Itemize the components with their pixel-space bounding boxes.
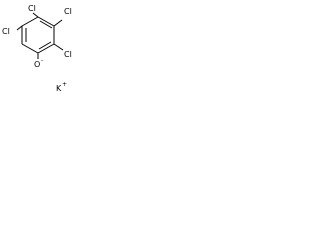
chlorine-label-left: Cl <box>2 27 10 36</box>
ring-bond-bottom-right-inner <box>38 41 52 50</box>
bond-to-cl-top-right <box>53 19 63 27</box>
ring-bond-bottom-right <box>37 43 55 54</box>
chlorine-label-right: Cl <box>64 50 72 59</box>
chlorine-label-top-right: Cl <box>64 7 72 16</box>
ring-bond-top <box>37 16 55 27</box>
chlorine-label-top-left: Cl <box>28 4 36 13</box>
benzene-ring <box>21 16 55 54</box>
bond-to-cl-left <box>16 25 23 31</box>
potassium-charge: + <box>62 81 67 88</box>
oxygen-label: O <box>34 60 40 69</box>
substituent-bonds <box>16 12 64 59</box>
bond-to-cl-top-left <box>32 12 39 18</box>
oxygen-charge: - <box>41 57 43 64</box>
bond-to-cl-right <box>53 43 64 51</box>
ring-bond-bottom-left <box>21 43 39 54</box>
ring-bond-top-inner <box>39 20 53 29</box>
potassium-tetrachlorophenolate-structure: Cl Cl Cl Cl O - K + <box>2 4 72 93</box>
potassium-label: K <box>56 84 62 93</box>
ring-bond-top-left <box>21 16 39 27</box>
